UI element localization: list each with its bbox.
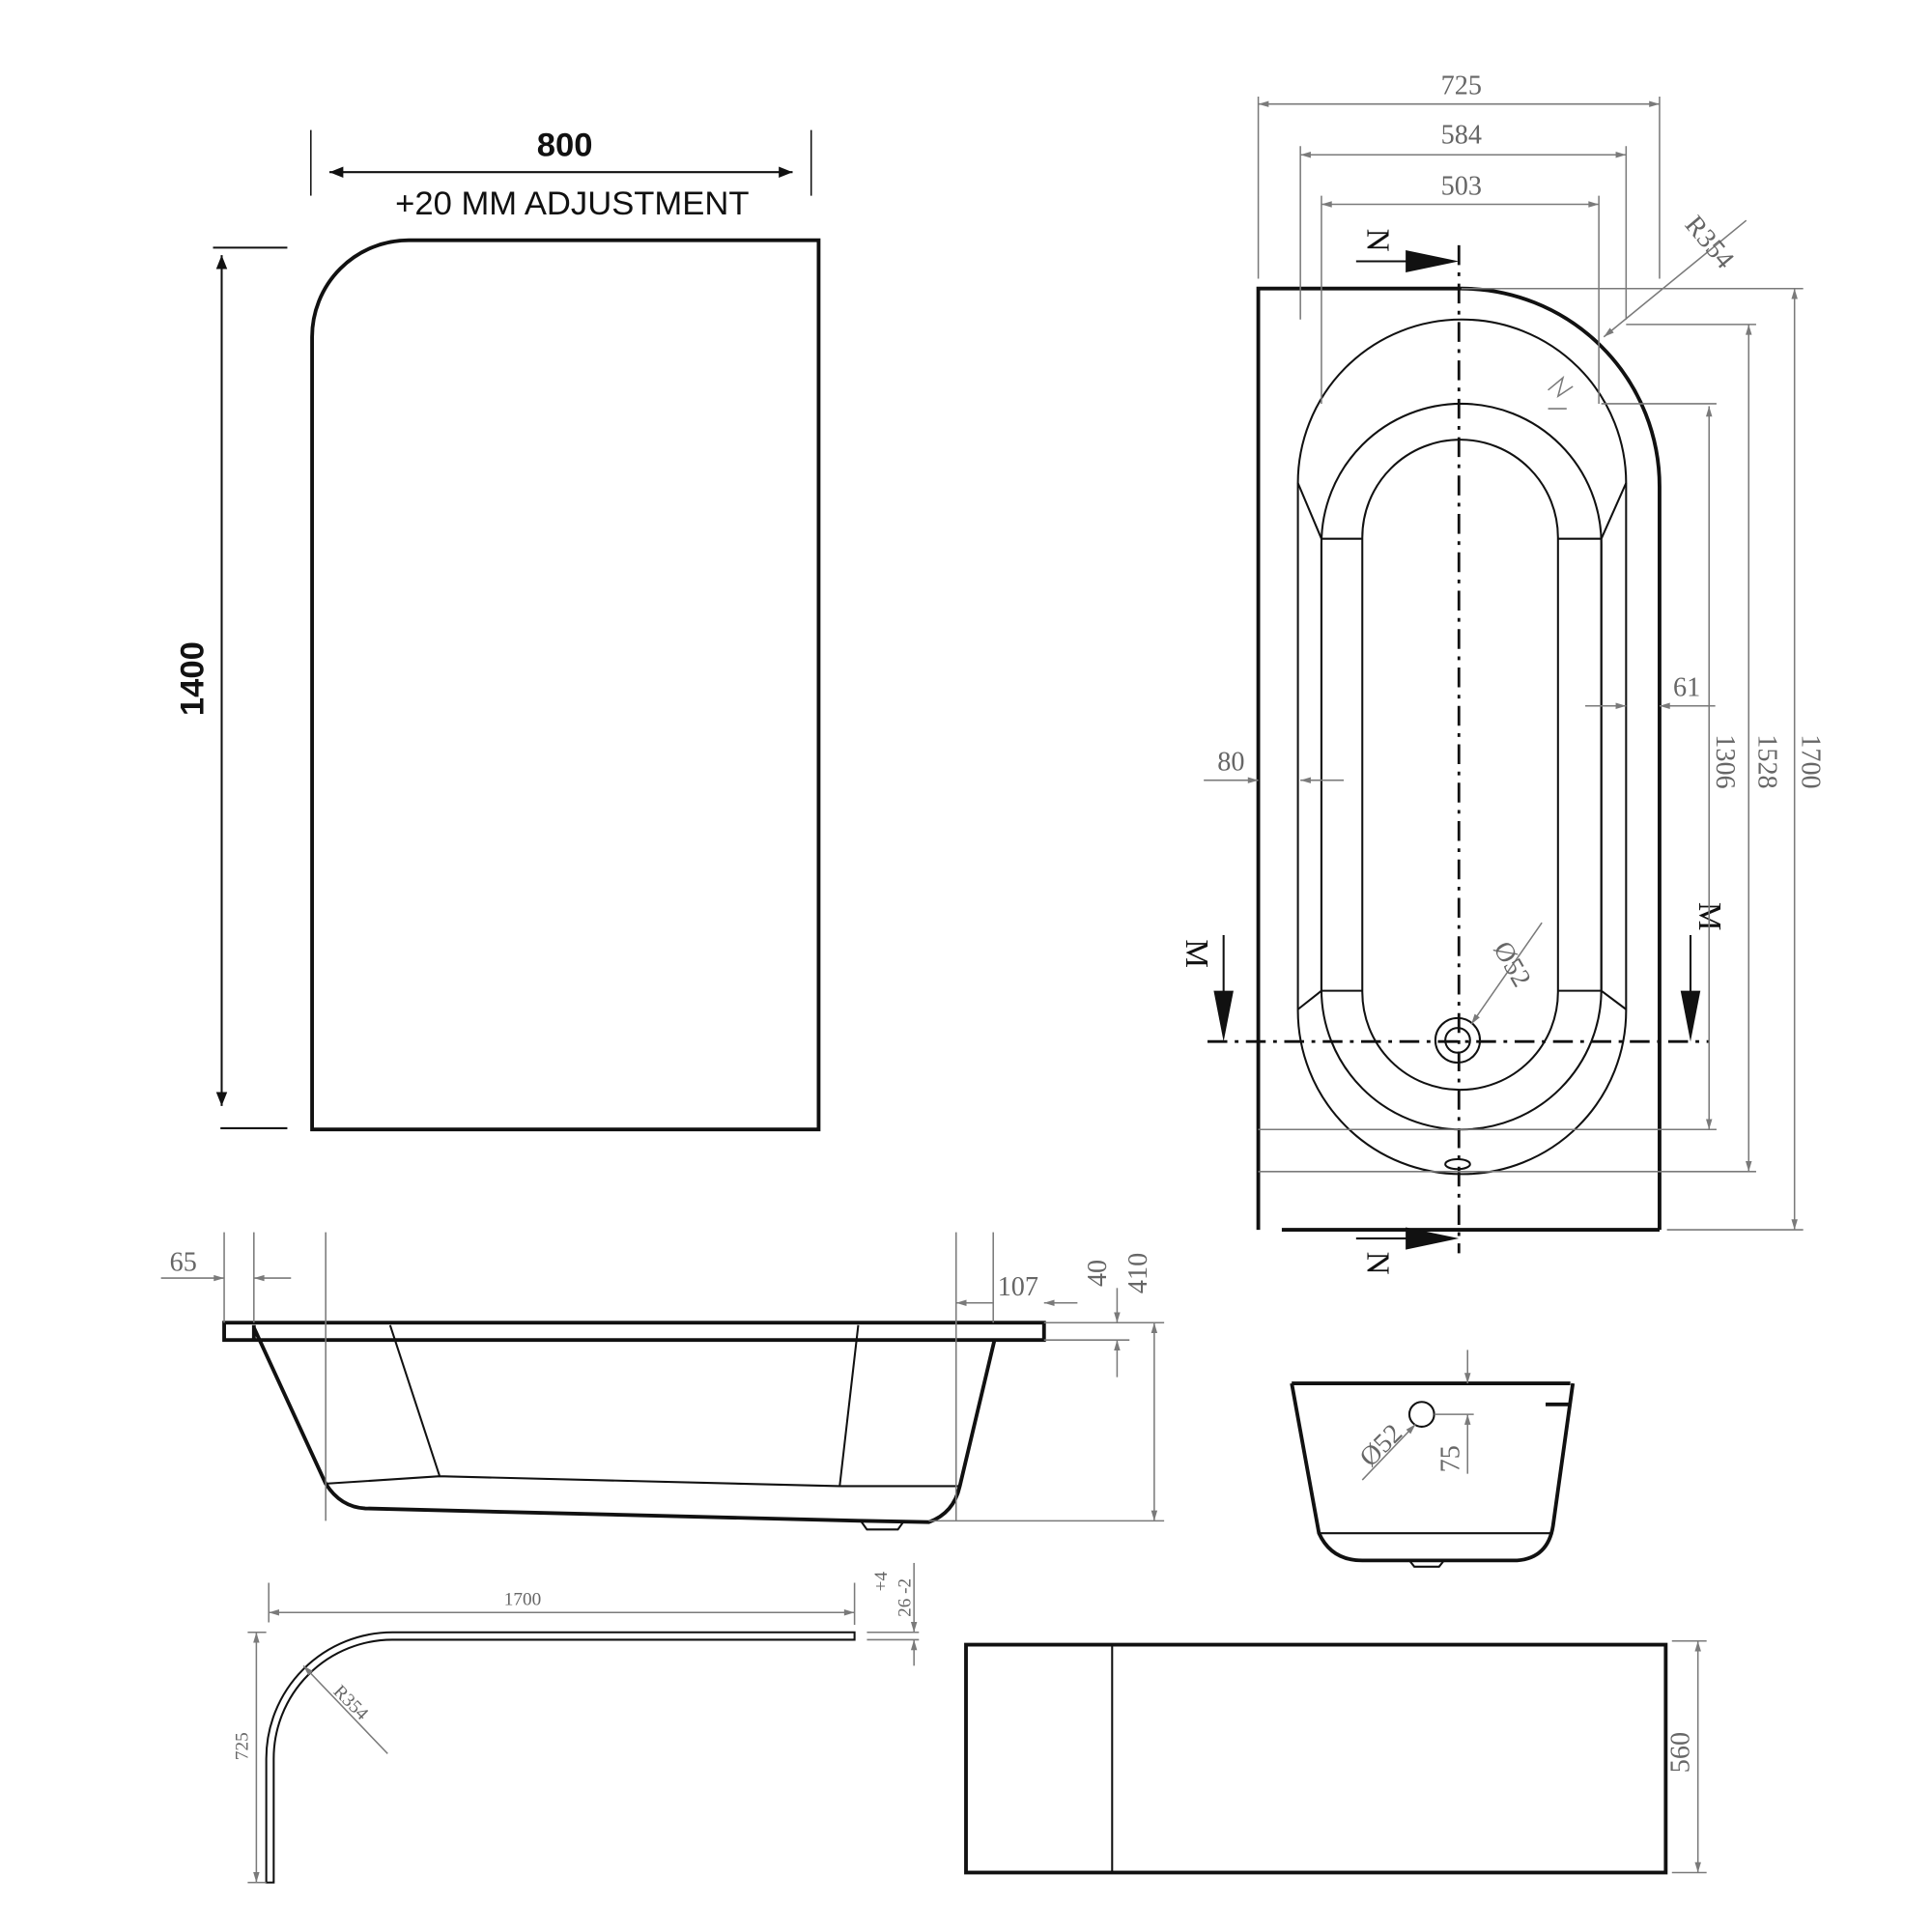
svg-text:560: 560: [1666, 1732, 1696, 1773]
shower-screen-panel-view: 800 +20 MM ADJUSTMENT 1400: [174, 128, 821, 1132]
svg-text:80: 80: [1217, 747, 1244, 777]
svg-text:65: 65: [170, 1247, 197, 1277]
basin-outline: [1320, 402, 1603, 1131]
svg-text:503: 503: [1441, 171, 1482, 201]
apron-panel-plan: 1700 +4 26 -2 R354 725: [232, 1562, 920, 1884]
adjustment-label: +20 MM ADJUSTMENT: [395, 185, 749, 222]
svg-text:N: N: [1359, 1252, 1395, 1275]
bath-outer-outline: [1256, 286, 1662, 1231]
svg-text:R354: R354: [329, 1682, 373, 1725]
bath-side-elevation: 65 107 40 410: [160, 1232, 1165, 1531]
bath-end-section: Ø52 75: [1290, 1350, 1576, 1568]
svg-text:1700: 1700: [1795, 734, 1825, 788]
front-panel-elevation: 560: [964, 1639, 1707, 1875]
svg-text:M: M: [1179, 939, 1214, 968]
svg-text:1528: 1528: [1752, 734, 1782, 788]
height-label: 1400: [174, 641, 211, 716]
width-label: 800: [537, 128, 593, 164]
screen-outline: [310, 238, 821, 1132]
svg-text:26 -2: 26 -2: [895, 1578, 915, 1617]
svg-text:Ø52: Ø52: [1354, 1418, 1408, 1472]
svg-text:1306: 1306: [1710, 734, 1740, 788]
svg-text:75: 75: [1435, 1445, 1465, 1472]
rim-outline: [1296, 318, 1628, 1176]
svg-text:584: 584: [1441, 121, 1482, 151]
svg-text:R354: R354: [1679, 211, 1740, 275]
svg-text:1700: 1700: [504, 1590, 541, 1610]
bath-plan-view: N N M M 725 584 503 R354 1700 1528 1306 …: [1179, 71, 1825, 1274]
svg-text:Ø52: Ø52: [1487, 937, 1536, 993]
svg-text:725: 725: [232, 1732, 252, 1760]
svg-text:N: N: [1359, 229, 1395, 252]
bath-side-body: [251, 1324, 997, 1524]
svg-text:61: 61: [1673, 673, 1700, 703]
svg-text:107: 107: [998, 1272, 1038, 1302]
svg-text:410: 410: [1123, 1253, 1153, 1293]
svg-text:+4: +4: [871, 1572, 892, 1592]
svg-text:40: 40: [1083, 1260, 1113, 1287]
svg-text:725: 725: [1441, 71, 1482, 100]
